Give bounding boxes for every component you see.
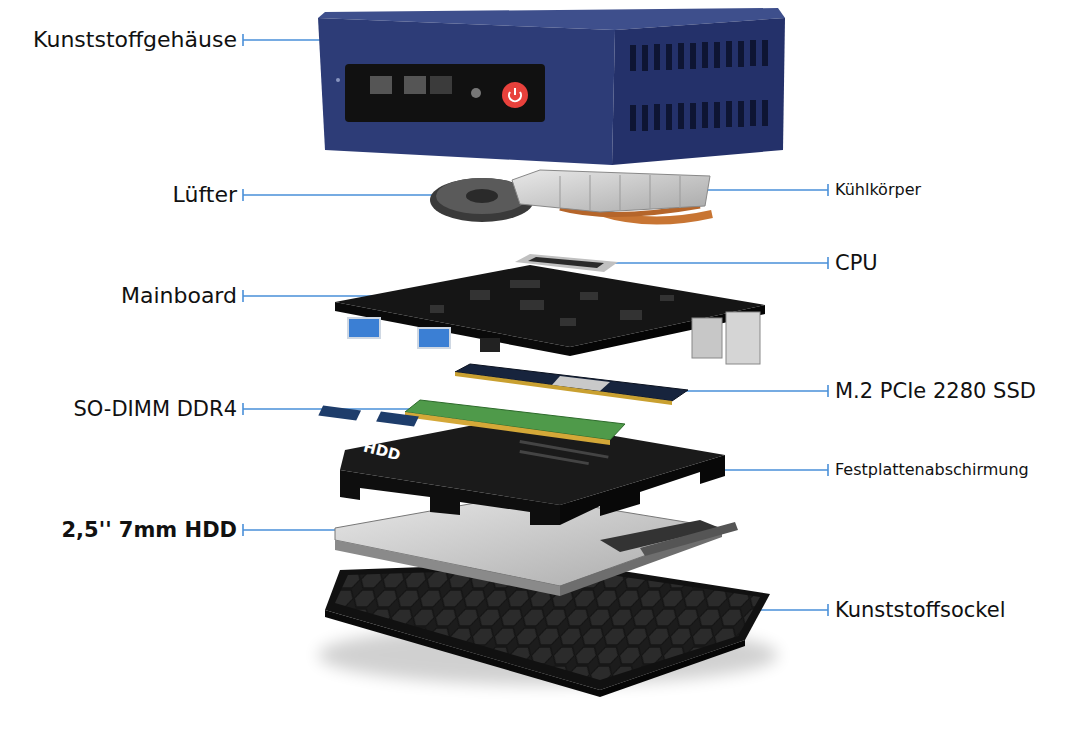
plastic-case bbox=[318, 8, 785, 165]
printed-mark: HDD bbox=[362, 439, 403, 465]
part-label: M.2 PCIe 2280 SSD bbox=[835, 379, 1036, 403]
leader-line bbox=[600, 257, 828, 269]
part-label: Kunststoffsockel bbox=[835, 598, 1006, 622]
ram-module bbox=[318, 400, 625, 445]
leader-line bbox=[243, 524, 345, 536]
part-label: Kühlkörper bbox=[835, 181, 921, 199]
leader-line bbox=[705, 184, 828, 196]
part-label: Lüfter bbox=[173, 182, 237, 207]
leader-line bbox=[243, 189, 438, 201]
mainboard bbox=[335, 265, 765, 364]
part-label: SO-DIMM DDR4 bbox=[73, 397, 237, 421]
ssd-module bbox=[455, 364, 688, 405]
part-label: Festplattenabschirmung bbox=[835, 461, 1029, 479]
part-label: Kunststoffgehäuse bbox=[33, 27, 237, 52]
fan-heatsink bbox=[430, 170, 712, 222]
part-label: CPU bbox=[835, 251, 878, 275]
part-label: Mainboard bbox=[121, 283, 237, 308]
cpu-chip bbox=[515, 254, 618, 272]
part-label: 2,5'' 7mm HDD bbox=[62, 518, 238, 542]
